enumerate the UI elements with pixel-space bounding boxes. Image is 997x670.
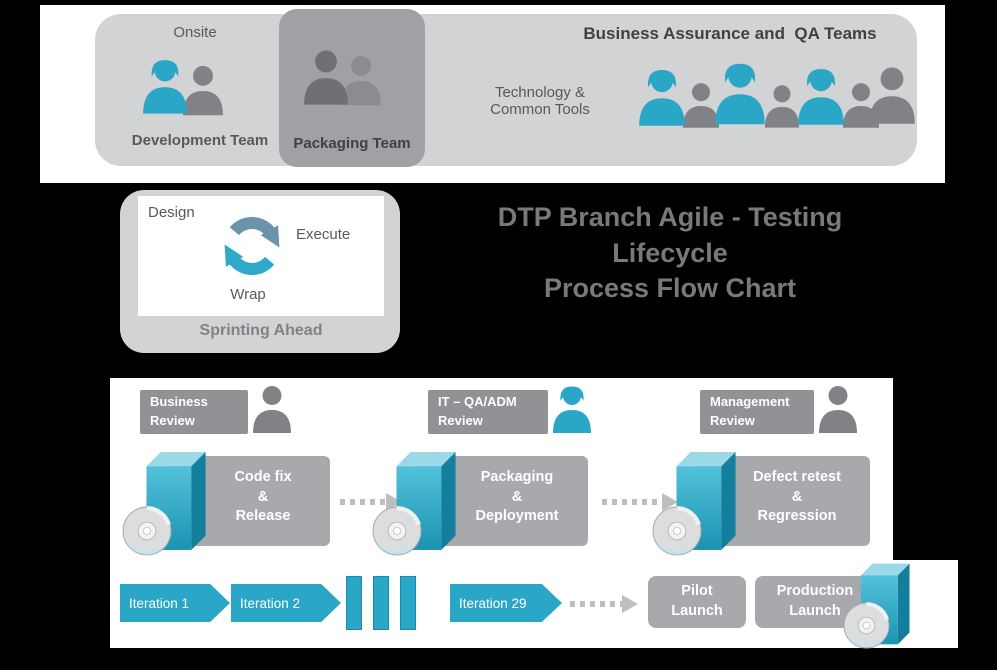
review-box-business: Business Review bbox=[140, 390, 248, 434]
launch-label: Production Launch bbox=[776, 583, 854, 619]
sprint-execute-label: Execute bbox=[296, 226, 351, 243]
dashed-arrow-icon bbox=[570, 595, 638, 613]
sprint-caption: Sprinting Ahead bbox=[199, 322, 323, 339]
review-label: Business Review bbox=[150, 394, 208, 428]
cd-disc-icon bbox=[122, 506, 172, 556]
cycle-arrows-icon bbox=[224, 217, 280, 275]
person-icon bbox=[303, 46, 349, 108]
onsite-label: Onsite bbox=[173, 24, 217, 41]
iteration-label: Iteration 2 bbox=[240, 595, 301, 611]
iteration-label: Iteration 29 bbox=[459, 595, 527, 611]
stage-label: Packaging & Deployment bbox=[475, 469, 559, 525]
iteration-arrow: Iteration 2 bbox=[231, 584, 341, 622]
iteration-arrow: Iteration 29 bbox=[450, 584, 562, 622]
sprint-wrap-label: Wrap bbox=[230, 286, 266, 303]
sprint-design-label: Design bbox=[148, 204, 195, 221]
iteration-ellipsis-bar bbox=[373, 576, 389, 630]
iteration-ellipsis-bar bbox=[346, 576, 362, 630]
dashed-arrow-icon bbox=[602, 493, 678, 511]
cd-disc-icon bbox=[843, 602, 890, 649]
person-icon bbox=[142, 55, 188, 117]
stage-label: Code fix & Release bbox=[234, 469, 292, 525]
iteration-label: Iteration 1 bbox=[129, 595, 190, 611]
technology-tools-label: Technology & Common Tools bbox=[490, 84, 590, 118]
review-box-management: Management Review bbox=[700, 390, 814, 434]
cd-disc-icon bbox=[372, 506, 422, 556]
person-icon bbox=[252, 383, 292, 435]
qa-teams-heading: Business Assurance and QA Teams bbox=[583, 24, 877, 43]
dashed-arrow-icon bbox=[340, 493, 402, 511]
person-icon bbox=[182, 62, 224, 118]
person-icon bbox=[638, 64, 686, 130]
review-label: Management Review bbox=[710, 394, 790, 428]
person-icon bbox=[552, 383, 592, 435]
person-icon bbox=[797, 62, 845, 130]
review-box-it-qa-adm: IT – QA/ADM Review bbox=[428, 390, 548, 434]
development-team-label: Development Team bbox=[131, 132, 269, 149]
stage-label: Defect retest & Regression bbox=[753, 469, 841, 525]
iteration-arrow: Iteration 1 bbox=[120, 584, 230, 622]
packaging-team-label: Packaging Team bbox=[293, 135, 411, 152]
person-icon bbox=[764, 82, 800, 130]
launch-label: Pilot Launch bbox=[671, 583, 723, 619]
person-icon bbox=[714, 56, 766, 130]
pilot-launch-box: Pilot Launch bbox=[648, 576, 746, 628]
person-icon bbox=[868, 60, 916, 130]
iteration-ellipsis-bar bbox=[400, 576, 416, 630]
cd-disc-icon bbox=[652, 506, 702, 556]
sprint-inner-panel bbox=[138, 196, 384, 316]
page-title: DTP Branch Agile - Testing Lifecycle Pro… bbox=[497, 202, 843, 304]
person-icon bbox=[818, 383, 858, 435]
review-label: IT – QA/ADM Review bbox=[438, 394, 517, 428]
